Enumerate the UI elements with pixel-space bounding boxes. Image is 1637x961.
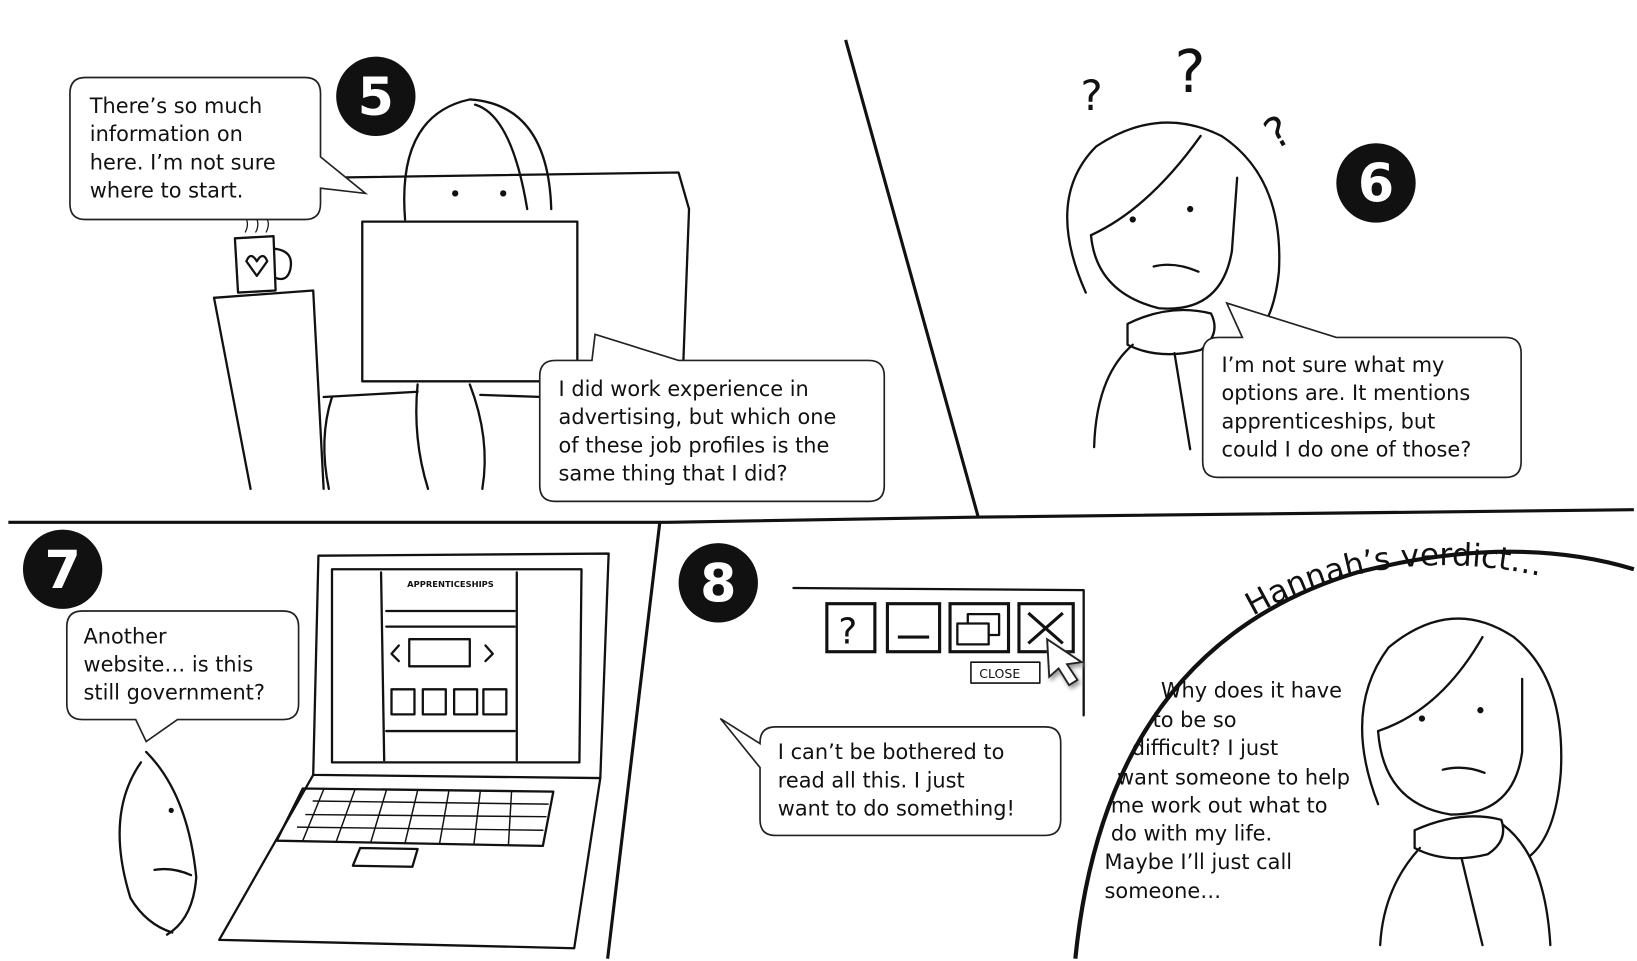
hannah-drawing (1360, 617, 1563, 947)
mug-icon (233, 216, 293, 294)
verdict-panel: Hannah’s verdict… Why does it have to be… (1105, 537, 1563, 947)
minimize-button (885, 602, 942, 654)
close-button (1017, 602, 1075, 654)
bubble-line: read all this. I just (778, 768, 965, 792)
restore-button (948, 602, 1011, 654)
close-tooltip-label: CLOSE (979, 666, 1020, 681)
laptop-drawing (361, 220, 579, 383)
panel-number-badge (22, 529, 103, 609)
panel-number-badge (678, 543, 758, 623)
laptop-drawing (218, 552, 610, 950)
question-mark: ? (1081, 71, 1103, 120)
bubble-line: want to do something! (778, 797, 1015, 821)
window-frame (792, 586, 1085, 717)
panel-5: 5 There’s so much information on here. I… (69, 56, 886, 503)
help-icon: ? (838, 611, 857, 652)
speech-bubble (719, 717, 1062, 837)
panel-number-badge (1336, 143, 1416, 223)
verdict-line: Maybe I’ll just call (1105, 850, 1293, 874)
close-tooltip (970, 661, 1041, 684)
panel-number: 5 (358, 68, 394, 128)
bubble-line: here. I’m not sure (90, 150, 276, 174)
verdict-line: me work out what to (1111, 793, 1328, 817)
bubble-line: I can’t be bothered to (778, 740, 1005, 764)
question-mark: ? (1175, 38, 1206, 106)
panel-6: ? ? ? 6 I’m not sure what my options are… (1066, 38, 1522, 479)
help-button: ? (825, 602, 877, 654)
bubble-line: where to start. (90, 179, 244, 203)
bubble-line: could I do one of those? (1221, 437, 1471, 461)
screen-heading: APPRENTICESHIPS (407, 579, 494, 589)
bubble-line: of these job profiles is the (559, 433, 830, 457)
speech-bubble (1201, 301, 1522, 479)
verdict-line: want someone to help (1117, 765, 1350, 789)
bubble-line: I did work experience in (559, 377, 809, 401)
panel-borders (8, 39, 1635, 959)
panel-number: 6 (1358, 155, 1394, 215)
sofa-drawing (212, 171, 691, 491)
speech-bubble (69, 76, 369, 221)
bubble-line: options are. It mentions (1221, 381, 1470, 405)
bubble-line: I’m not sure what my (1221, 353, 1444, 377)
bubble-line: still government? (84, 681, 265, 705)
speech-bubble (65, 610, 300, 743)
verdict-line: someone… (1105, 879, 1222, 903)
panel-7: 7 APPRENTICESHIPS Another website… is th… (22, 529, 610, 950)
bubble-line: information on (90, 122, 243, 146)
girl-profile-drawing (118, 750, 198, 936)
cursor-icon (1046, 637, 1085, 687)
verdict-line: difficult? I just (1132, 736, 1279, 760)
speech-bubble (538, 333, 886, 503)
question-mark: ? (1256, 105, 1300, 159)
close-icon (1027, 611, 1064, 645)
panel-8: 8 ? CLOSE I can’t be bothered to read al… (678, 543, 1085, 837)
girl-drawing (1066, 121, 1281, 451)
bubble-line: Another (84, 624, 168, 648)
bubble-line: apprenticeships, but (1221, 409, 1435, 433)
panel-number: 7 (44, 541, 80, 601)
verdict-line: to be so (1153, 708, 1237, 732)
bubble-line: same thing that I did? (559, 462, 788, 486)
panel-number: 8 (700, 555, 736, 615)
verdict-line: do with my life. (1111, 822, 1272, 846)
bubble-line: advertising, but which one (559, 405, 837, 429)
bubble-line: website… is this (84, 653, 254, 677)
bubble-line: There’s so much (89, 94, 262, 118)
verdict-line: Why does it have (1161, 679, 1342, 703)
girl-drawing (403, 98, 553, 491)
panel-number-badge (336, 56, 416, 136)
